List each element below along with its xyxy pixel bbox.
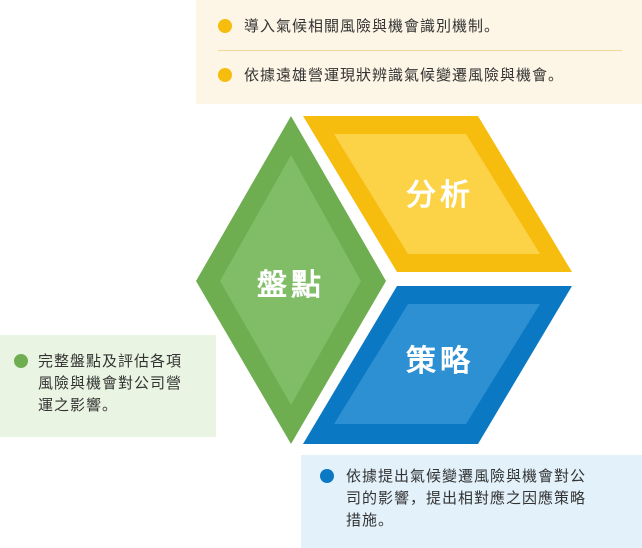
inventory-text: 完整盤點及評估各項 風險與機會對公司營 運之影響。 bbox=[38, 350, 182, 416]
bullet-dot-icon bbox=[218, 68, 232, 82]
analysis-item-text: 導入氣候相關風險與機會識別機制。 bbox=[244, 17, 501, 35]
analysis-item-1: 導入氣候相關風險與機會識別機制。 bbox=[218, 15, 500, 37]
strategy-description-box bbox=[301, 455, 642, 548]
analysis-divider bbox=[218, 50, 622, 51]
strategy-label: 策略 bbox=[406, 344, 474, 379]
strategy-parallelogram-inner bbox=[334, 304, 540, 424]
strategy-text-line: 司的影響，提出相對應之因應策略 bbox=[346, 489, 587, 507]
analysis-item-2: 依據遠雄營運現狀辨識氣候變遷風險與機會。 bbox=[218, 64, 564, 86]
strategy-text-line: 依據提出氣候變遷風險與機會對公 bbox=[346, 467, 587, 485]
inventory-shape: 盤點 bbox=[196, 116, 386, 444]
strategy-text-line: 措施。 bbox=[346, 511, 395, 529]
analysis-parallelogram-inner bbox=[334, 134, 540, 254]
inventory-text-line: 風險與機會對公司營 bbox=[38, 374, 183, 392]
analysis-item-text: 依據遠雄營運現狀辨識氣候變遷風險與機會。 bbox=[244, 66, 565, 84]
inventory-text-line: 完整盤點及評估各項 bbox=[38, 352, 183, 370]
bullet-dot-icon bbox=[218, 19, 232, 33]
strategy-text: 依據提出氣候變遷風險與機會對公 司的影響，提出相對應之因應策略 措施。 bbox=[346, 465, 586, 531]
bullet-dot-icon bbox=[14, 354, 28, 368]
bullet-dot-icon bbox=[320, 469, 334, 483]
inventory-item: 完整盤點及評估各項 風險與機會對公司營 運之影響。 bbox=[14, 350, 182, 416]
inventory-text-line: 運之影響。 bbox=[38, 396, 119, 414]
analysis-shape: 分析 bbox=[303, 116, 572, 272]
strategy-item: 依據提出氣候變遷風險與機會對公 司的影響，提出相對應之因應策略 措施。 bbox=[320, 465, 586, 531]
inventory-label: 盤點 bbox=[257, 268, 325, 303]
analysis-description-box bbox=[196, 0, 642, 104]
inventory-description-box bbox=[0, 335, 216, 437]
inventory-diamond-inner bbox=[220, 155, 361, 405]
strategy-shape: 策略 bbox=[303, 286, 572, 444]
analysis-label: 分析 bbox=[406, 178, 474, 213]
